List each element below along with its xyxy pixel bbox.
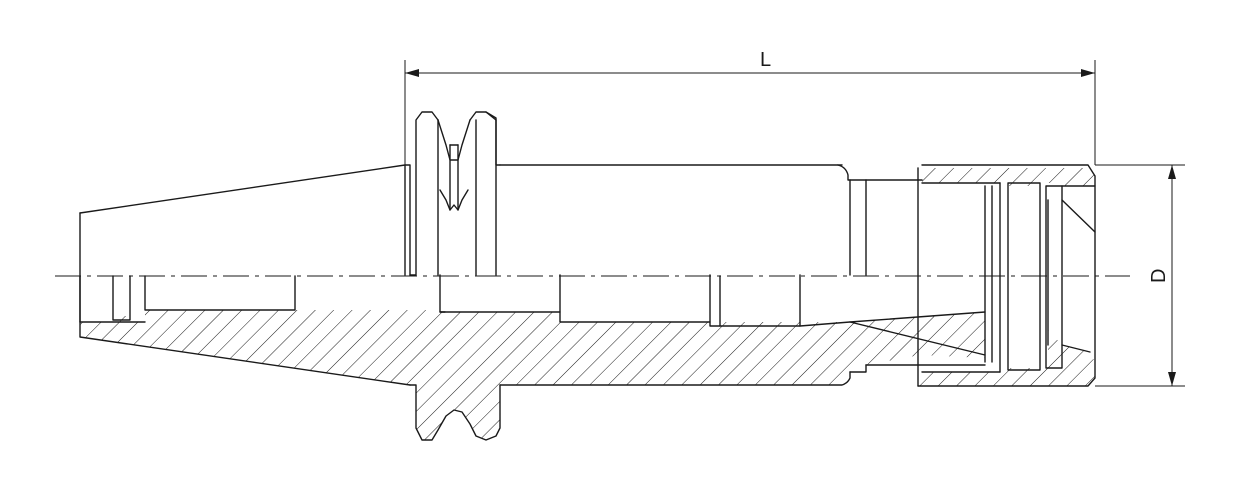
dimension-diameter: D — [1095, 164, 1185, 387]
holder-outline — [79, 111, 1096, 441]
arrow-right-icon — [1081, 69, 1095, 77]
arrow-left-icon — [405, 69, 419, 77]
arrow-down-icon — [1168, 372, 1176, 386]
dimension-length: L — [404, 49, 1096, 165]
length-label: L — [760, 49, 771, 71]
arrow-up-icon — [1168, 165, 1176, 179]
section-hatching — [80, 168, 1095, 440]
diameter-label: D — [1148, 269, 1170, 283]
